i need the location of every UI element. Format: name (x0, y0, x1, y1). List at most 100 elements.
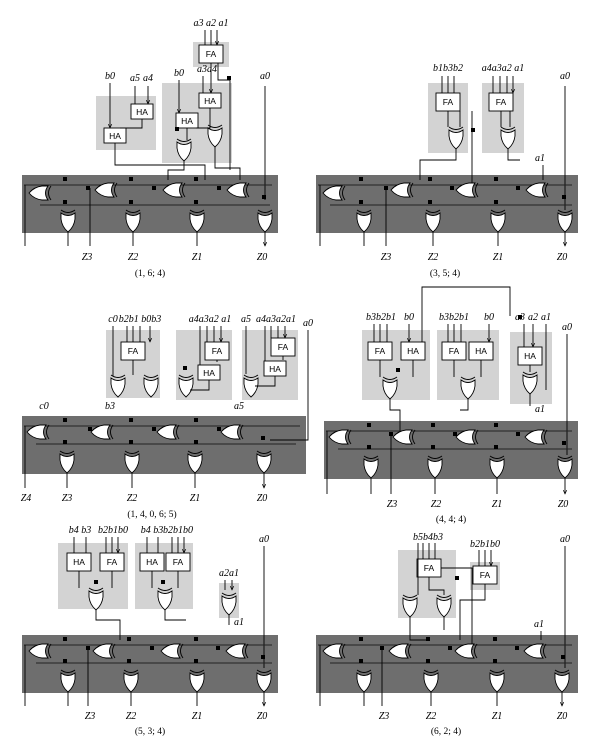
output-label: Z3 (85, 711, 96, 722)
output-label: Z1 (493, 252, 504, 263)
cell-fa-label: FA (443, 97, 454, 107)
output-label: Z2 (426, 711, 437, 722)
panel-caption: (3, 5; 4) (430, 268, 460, 279)
input-label: a0 (560, 534, 570, 545)
cell-ha-label: HA (269, 364, 281, 374)
output-label: Z0 (257, 711, 268, 722)
input-label: a4 (143, 73, 153, 84)
input-label: b2b1b0 (470, 539, 500, 550)
panel-6: FA FA b5b4b3 b2b1b0 a0 a1 Z3 Z2 Z1 (316, 532, 578, 737)
panel-caption: (5, 3; 4) (135, 726, 165, 737)
panel-4: FA HA FA HA HA b3b2b1 b0 b3b2b1 b0 a3 a2… (324, 286, 578, 525)
input-label: a0 (260, 71, 270, 82)
input-label: b1b3b2 (433, 63, 463, 74)
cell-ha-label: HA (109, 131, 121, 141)
cell-ha-label: HA (181, 116, 193, 126)
panel-1: FA HA HA HA HA a3 a2 a1 b0 a5 a4 b0 a3a4… (22, 18, 278, 279)
output-label: Z1 (492, 499, 503, 510)
output-label: Z0 (257, 493, 268, 504)
panel-3: FA FA HA FA HA c0 b2b1 b0b3 a4a3a2 a1 a5… (21, 314, 313, 520)
cell-ha-label: HA (407, 346, 419, 356)
input-label: a0 (303, 318, 313, 329)
output-label: Z2 (127, 493, 138, 504)
cell-fa-label: FA (128, 346, 139, 356)
cell-fa-label: FA (206, 49, 217, 59)
cell-fa-label: FA (173, 557, 184, 567)
output-label: Z0 (257, 252, 268, 263)
input-label: b2b1b0 (163, 525, 193, 536)
input-label: a3a4 (197, 64, 217, 75)
input-label: a1 (534, 619, 544, 630)
cell-ha-label: HA (475, 346, 487, 356)
output-label: Z2 (428, 252, 439, 263)
input-label: b0 (404, 312, 414, 323)
cell-ha-label: HA (136, 107, 148, 117)
output-label: Z3 (381, 252, 392, 263)
output-label: Z1 (192, 711, 203, 722)
input-label: b2b1b0 (98, 525, 128, 536)
cell-fa-label: FA (496, 97, 507, 107)
input-label: a0 (560, 71, 570, 82)
input-label: b0 (174, 68, 184, 79)
cell-fa-label: FA (212, 346, 223, 356)
junction-dot (396, 368, 400, 372)
input-label: b0 (484, 312, 494, 323)
cell-ha-label: HA (204, 96, 216, 106)
cell-fa-label: FA (449, 346, 460, 356)
input-label: b2b1 b0b3 (119, 314, 162, 325)
input-label: a1 (541, 312, 551, 323)
output-label: Z2 (128, 252, 139, 263)
output-label: Z0 (558, 499, 569, 510)
output-label: Z2 (431, 499, 442, 510)
input-label: a0 (562, 322, 572, 333)
junction-dot (183, 366, 187, 370)
panel-5: HA FA HA FA b4 b3 b2b1b0 b4 b3 b2b1b0 a2… (22, 525, 278, 737)
input-label: a1 (234, 617, 244, 628)
input-label: b3 (105, 401, 115, 412)
junction-dot (161, 580, 165, 584)
cell-fa-label: FA (278, 342, 289, 352)
cell-fa-label: FA (375, 346, 386, 356)
input-label: a5 (130, 73, 140, 84)
output-label: Z3 (379, 711, 390, 722)
cell-ha-label: HA (203, 368, 215, 378)
output-label: Z1 (492, 711, 503, 722)
input-label: a5 (234, 401, 244, 412)
input-label: b0 (105, 71, 115, 82)
junction-dot (455, 576, 459, 580)
input-label: b3b2b1 (439, 312, 469, 323)
panel-caption: (4, 4; 4) (436, 514, 466, 525)
output-label: Z4 (21, 493, 32, 504)
input-label: c0 (39, 401, 48, 412)
output-label: Z0 (557, 252, 568, 263)
input-label: b5b4b3 (413, 532, 443, 543)
output-label: Z3 (62, 493, 73, 504)
panel-caption: (6, 2; 4) (431, 726, 461, 737)
output-label: Z3 (82, 252, 93, 263)
input-label: a1 (535, 404, 545, 415)
junction-dot (518, 315, 522, 319)
output-label: Z2 (126, 711, 137, 722)
junction-dot (94, 580, 98, 584)
input-label: a2a1 (219, 568, 239, 579)
cell-ha-label: HA (146, 557, 158, 567)
input-label: a1 (535, 153, 545, 164)
junction-dot (175, 127, 179, 131)
input-label: a5 (241, 314, 251, 325)
input-label: a4a3a2 a1 (482, 63, 525, 74)
cell-fa-label: FA (107, 557, 118, 567)
panel-2: FA FA b1b3b2 a4a3a2 a1 a0 a1 Z3 Z2 Z1 Z (316, 63, 578, 279)
input-label: a3 a2 a1 (194, 18, 229, 29)
input-label: b3b2b1 (366, 312, 396, 323)
output-label: Z1 (192, 252, 203, 263)
panel-caption: (1, 6; 4) (135, 268, 165, 279)
input-label: a4a3a2a1 (256, 314, 296, 325)
cell-ha-label: HA (524, 351, 536, 361)
output-label: Z1 (190, 493, 201, 504)
input-label: a4a3a2 a1 (189, 314, 232, 325)
panel-caption: (1, 4, 0, 6; 5) (127, 509, 176, 520)
input-label: c0 (108, 314, 117, 325)
junction-dot (471, 128, 475, 132)
input-label: a0 (259, 534, 269, 545)
